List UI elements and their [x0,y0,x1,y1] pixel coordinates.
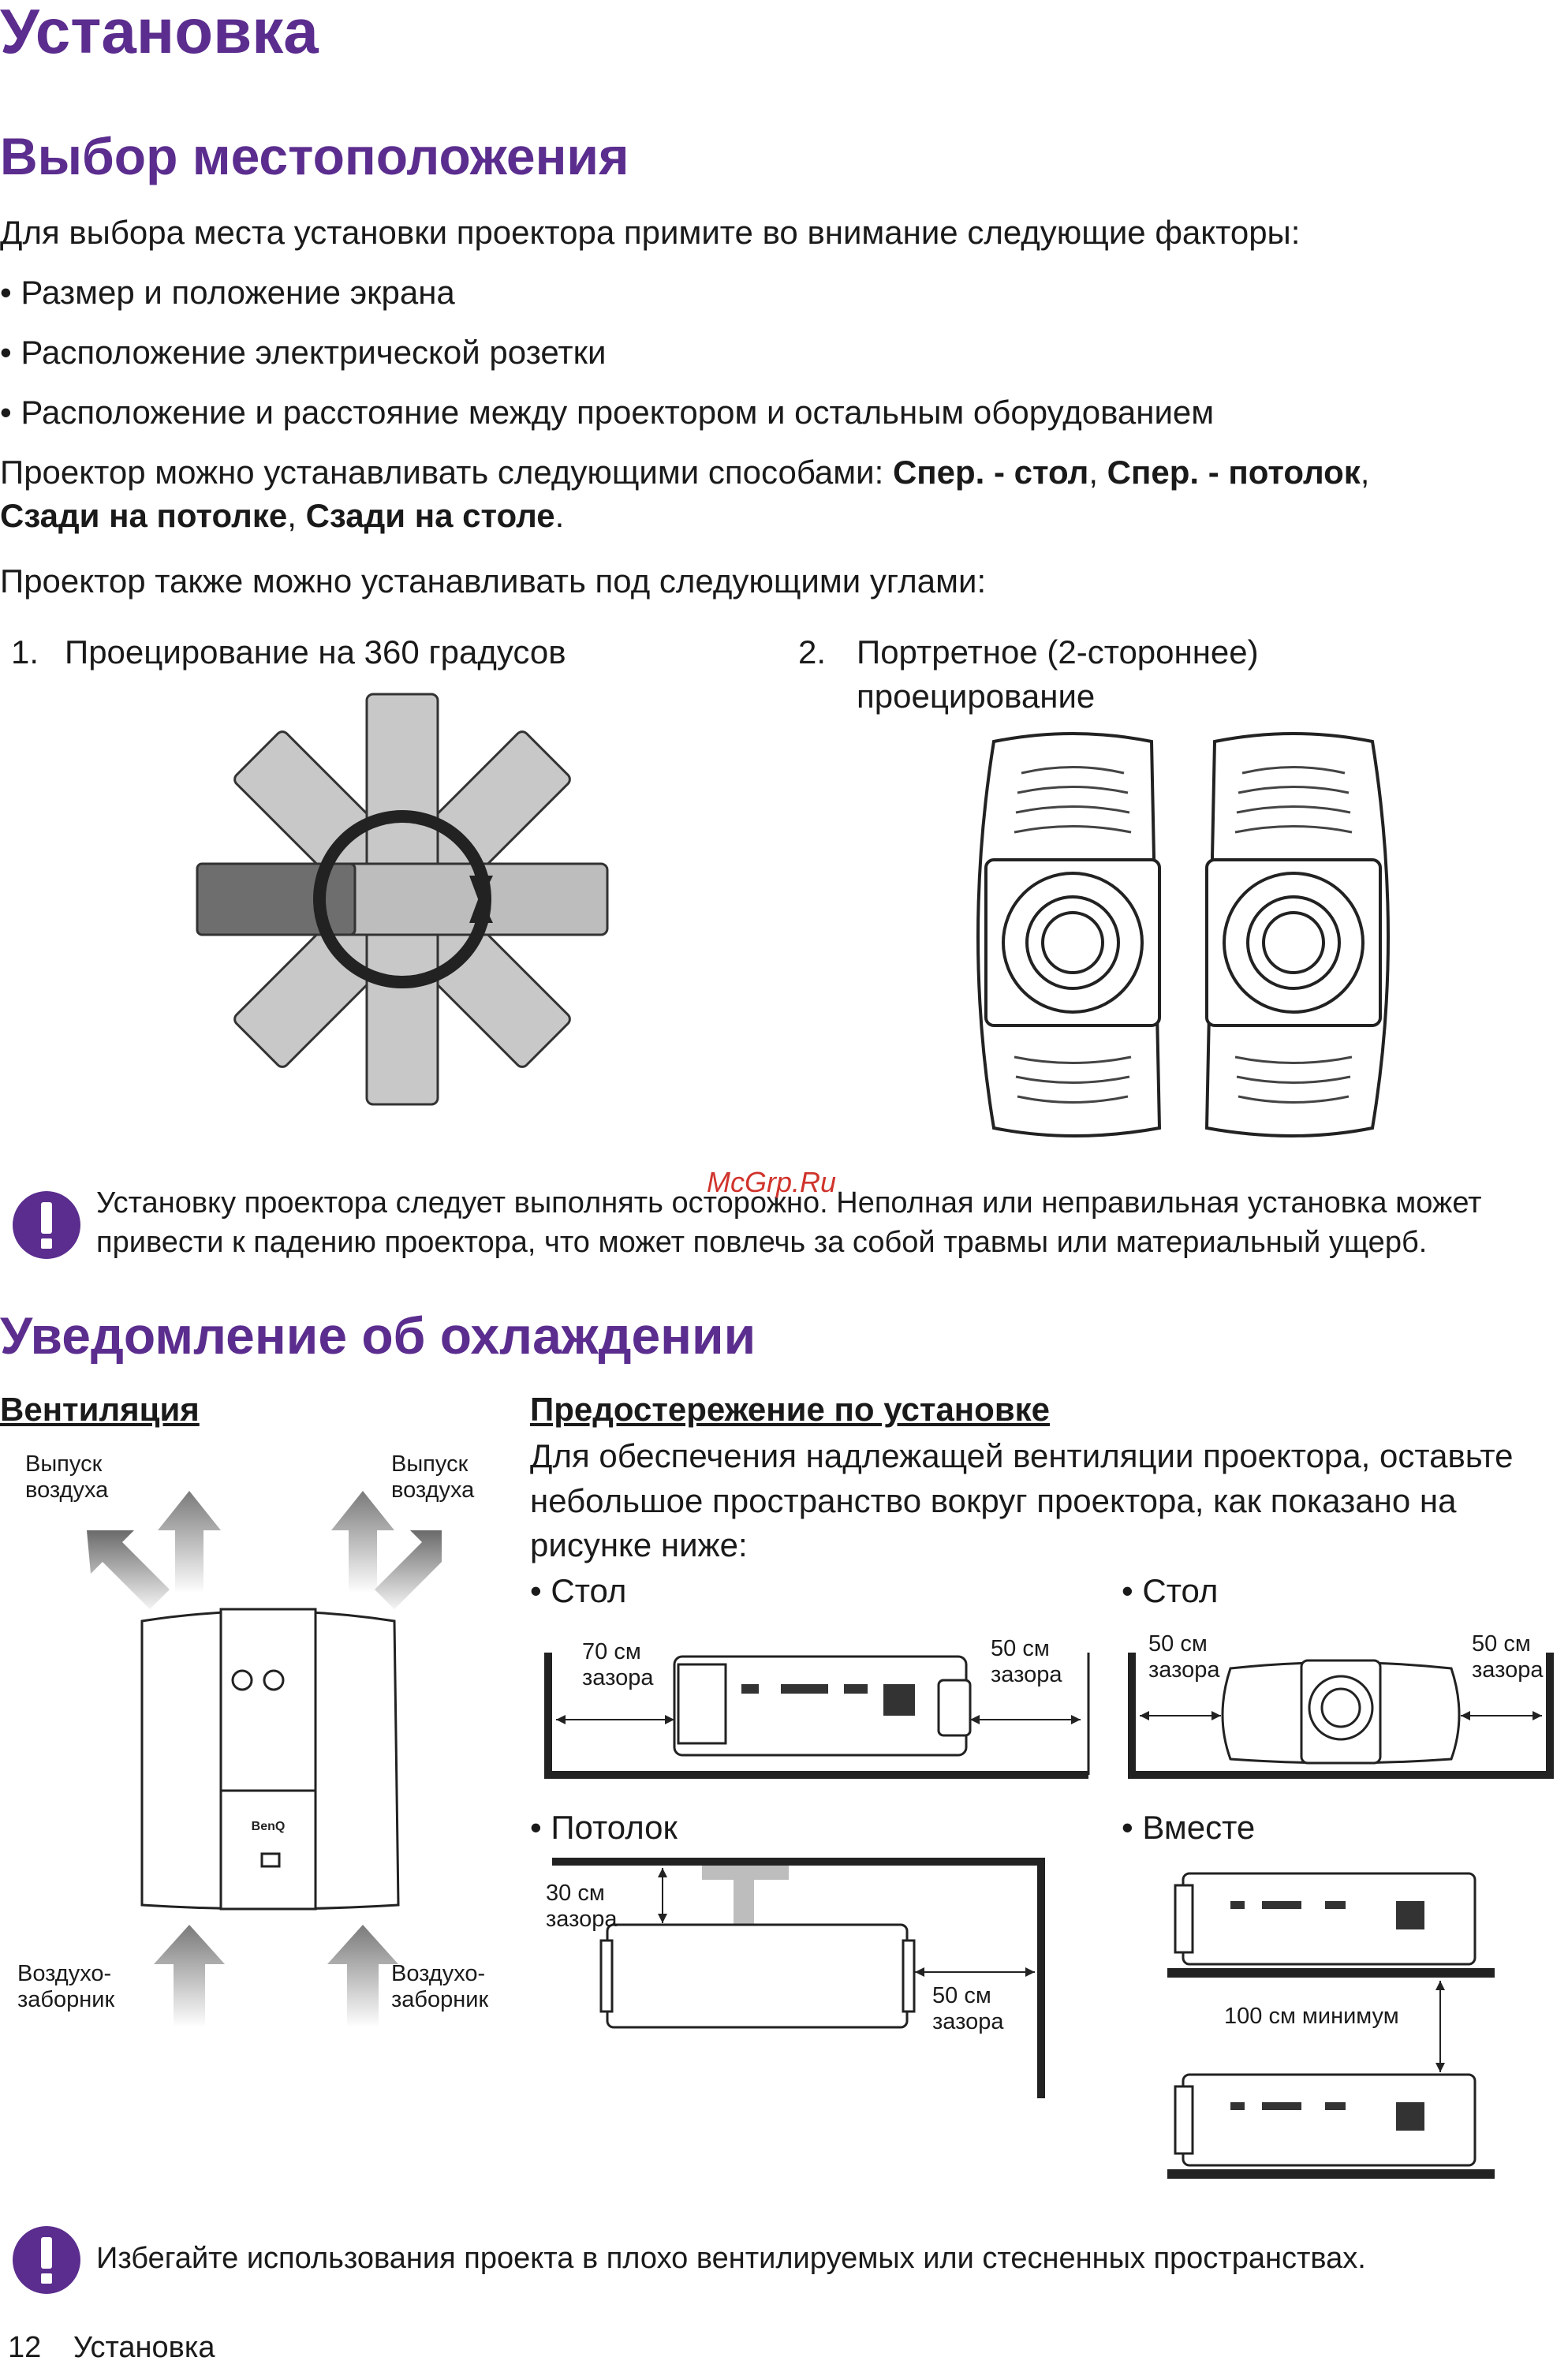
desk1-clearance-diagram [544,1653,1090,1779]
method-front-ceiling: Спер. - потолок [1107,454,1361,491]
exhaust-left-label: Выпуск воздуха [25,1451,109,1504]
methods-end: . [554,496,565,534]
exhaust-arrow-up-right [331,1491,394,1593]
ventilation-title: Вентиляция [0,1391,200,1428]
desk1-label: • Стол [530,1572,627,1609]
exclamation-icon [13,1191,80,1259]
warning-icon [11,1190,82,1261]
method-front-table: Спер. - стол [892,454,1089,491]
angle1-label: Проецирование на 360 градусов [65,633,566,671]
ceiling-top-clearance: 30 см зазора [546,1881,618,1933]
warning-text: Установку проектора следует выполнять ос… [96,1186,1482,1260]
methods-sep: , [1088,454,1107,491]
caution-text: Для обеспечения надлежащей вентиляции пр… [530,1437,1514,1564]
exhaust-right-label: Выпуск воздуха [391,1451,475,1504]
desk2-left-clearance: 50 см зазора [1148,1631,1220,1683]
angle2-label-line1: Портретное (2-стороннее) [857,633,1259,671]
footer: 12 Установка [8,2331,215,2365]
desk1-right-clearance: 50 см зазора [991,1636,1062,1688]
warning2-icon [11,2224,82,2295]
together-gap-clearance: 100 см минимум [1224,2004,1399,2029]
intro-text: Для выбора места установки проектора при… [0,214,1301,251]
section-heading-cooling: Уведомление об охлаждении [0,1306,756,1365]
angle2-label-line2: проецирование [857,678,1096,715]
angle2-number: 2. [798,633,827,671]
desk2-right-clearance: 50 см зазора [1472,1631,1544,1683]
desk1-left-clearance: 70 см зазора [582,1639,654,1691]
intake-arrow-right [327,1925,398,2027]
page-number: 12 [8,2331,42,2364]
together-label: • Вместе [1122,1809,1256,1846]
footer-section-name: Установка [73,2331,215,2364]
desk2-label: • Стол [1122,1572,1219,1609]
methods-paragraph: Проектор можно устанавливать следующими … [0,451,1568,537]
exhaust-arrow-up-left [158,1491,221,1593]
intake-arrow-left [154,1925,225,2027]
exclamation-icon [13,2226,80,2294]
brand-logo: BenQ [252,1820,286,1833]
method-rear-ceiling: Сзади на потолке [0,496,288,534]
angle1-number: 1. [11,633,39,671]
desk2-clearance-diagram [1128,1653,1554,1779]
warning2-text: Избегайте использования проекта в плохо … [96,2242,1366,2275]
exhaust-arrow-diag-left [87,1530,170,1609]
bullet-equipment: • Расположение и расстояние между проект… [0,394,1215,431]
ceiling-right-clearance: 50 см зазора [932,1983,1004,2035]
ceiling-label: • Потолок [530,1809,678,1846]
intake-left-label: Воздухо-заборник [17,1961,115,2013]
section-heading-location: Выбор местоположения [0,127,629,185]
watermark: McGrp.Ru [707,1166,837,1198]
method-rear-table: Сзади на столе [305,496,555,534]
portrait-projection-illustration [976,732,1390,1137]
methods-sep: , [1360,454,1370,491]
intake-right-label: Воздухо-заборник [391,1961,489,2013]
caution-title: Предостережение по установке [530,1391,1051,1428]
projector-rear-view [140,1608,400,1911]
angles-text: Проектор также можно устанавливать под с… [0,562,987,600]
methods-sep: , [287,496,306,534]
exhaust-arrow-diag-right [375,1530,442,1609]
rotation-360-illustration [196,693,609,1106]
page-title: Установка [0,0,319,66]
together-clearance-diagram [1167,1872,1495,2179]
ventilation-diagram: BenQ [87,1491,442,2027]
methods-prefix: Проектор можно устанавливать следующими … [0,454,893,491]
ceiling-clearance-diagram [552,1858,1045,2098]
bullet-outlet: • Расположение электрической розетки [0,334,607,371]
bullet-screen: • Размер и положение экрана [0,274,455,311]
